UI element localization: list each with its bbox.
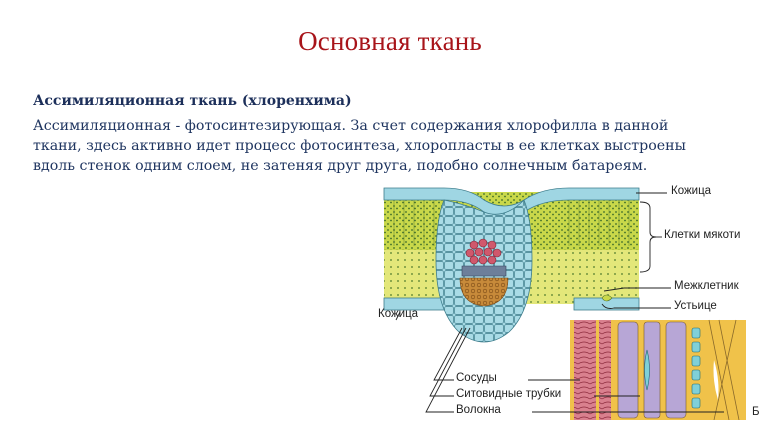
body-paragraph: Ассимиляционная - фотосинтезирующая. За … [33, 116, 763, 176]
label-stoma: Устьице [674, 300, 717, 312]
panel-letter-b: Б [752, 406, 760, 418]
body-line: Ассимиляционная - фотосинтезирующая. За … [33, 118, 669, 134]
section-subheading: Ассимиляционная ткань (хлоренхима) [33, 93, 352, 109]
label-fibers: Волокна [456, 404, 501, 416]
label-intercellular-space: Межклетник [674, 280, 739, 292]
label-mesophyll-cells: Клетки мякоти [664, 229, 741, 241]
body-line: вдоль стенок одним слоем, не затеняя дру… [33, 158, 648, 174]
label-epidermis-bottom: Кожица [378, 308, 419, 320]
label-vessels: Сосуды [456, 372, 497, 384]
leaf-diagram-illustration [383, 187, 746, 420]
slide-title: Основная ткань [298, 26, 482, 56]
leaf-cross-section-figure: Кожица Клетки мякоти Межклетник Устьице … [374, 180, 770, 420]
body-line: ткани, здесь активно идет процесс фотоси… [33, 138, 686, 154]
label-epidermis-top: Кожица [671, 185, 712, 197]
label-sieve-tubes: Ситовидные трубки [456, 388, 562, 400]
